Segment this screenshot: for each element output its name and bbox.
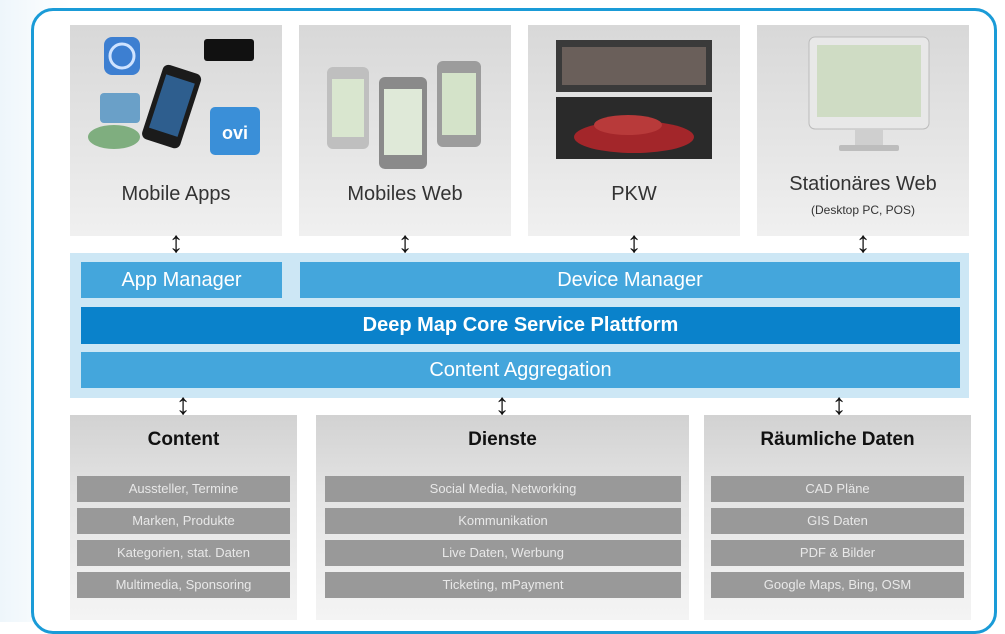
category-item: Multimedia, Sponsoring xyxy=(77,572,290,598)
category-item: Aussteller, Termine xyxy=(77,476,290,502)
device-tile-mobile-apps: ovi Mobile Apps xyxy=(70,25,282,236)
category-item: Google Maps, Bing, OSM xyxy=(711,572,964,598)
category-title: Content xyxy=(147,429,220,450)
device-sublabel: (Desktop PC, POS) xyxy=(810,203,916,217)
category-item: Marken, Produkte xyxy=(77,508,290,534)
category-item: Kommunikation xyxy=(325,508,681,534)
bidirectional-arrow-icon: ↕ xyxy=(626,226,642,259)
svg-text:ovi: ovi xyxy=(222,123,248,143)
desktop-illustration xyxy=(808,36,930,151)
category-item: GIS Daten xyxy=(711,508,964,534)
category-item: PDF & Bilder xyxy=(711,540,964,566)
category-item: Live Daten, Werbung xyxy=(325,540,681,566)
bidirectional-arrow-icon: ↕ xyxy=(397,226,413,259)
bidirectional-arrow-icon: ↕ xyxy=(175,388,191,421)
core-service-platform-bar: Deep Map Core Service Plattform xyxy=(81,307,960,344)
category-item: CAD Pläne xyxy=(711,476,964,502)
device-tile-mobiles-web: Mobiles Web xyxy=(299,25,511,236)
category-item: Social Media, Networking xyxy=(325,476,681,502)
device-label: Mobiles Web xyxy=(347,183,463,205)
bidirectional-arrow-icon: ↕ xyxy=(831,388,847,421)
device-manager-bar: Device Manager xyxy=(300,262,960,298)
device-tile-stationaeres-web: Stationäres Web (Desktop PC, POS) xyxy=(757,25,969,236)
category-item: Kategorien, stat. Daten xyxy=(77,540,290,566)
app-manager-bar: App Manager xyxy=(81,262,282,298)
category-item: Ticketing, mPayment xyxy=(325,572,681,598)
mobile-apps-illustration: ovi xyxy=(88,37,260,155)
mobile-web-illustration xyxy=(327,61,481,169)
category-title: Räumliche Daten xyxy=(760,429,915,450)
category-title: Dienste xyxy=(468,429,537,450)
bidirectional-arrow-icon: ↕ xyxy=(855,226,871,259)
bidirectional-arrow-icon: ↕ xyxy=(168,226,184,259)
car-illustration xyxy=(556,40,712,159)
content-aggregation-bar: Content Aggregation xyxy=(81,352,960,388)
bidirectional-arrow-icon: ↕ xyxy=(494,388,510,421)
device-tile-pkw: PKW xyxy=(528,25,740,236)
category-content: Content Aussteller, Termine Marken, Prod… xyxy=(70,415,297,620)
category-dienste: Dienste Social Media, Networking Kommuni… xyxy=(316,415,689,620)
device-label: PKW xyxy=(611,183,657,205)
device-label: Mobile Apps xyxy=(121,183,231,205)
category-raeumliche-daten: Räumliche Daten CAD Pläne GIS Daten PDF … xyxy=(704,415,971,620)
device-label: Stationäres Web xyxy=(789,173,937,195)
